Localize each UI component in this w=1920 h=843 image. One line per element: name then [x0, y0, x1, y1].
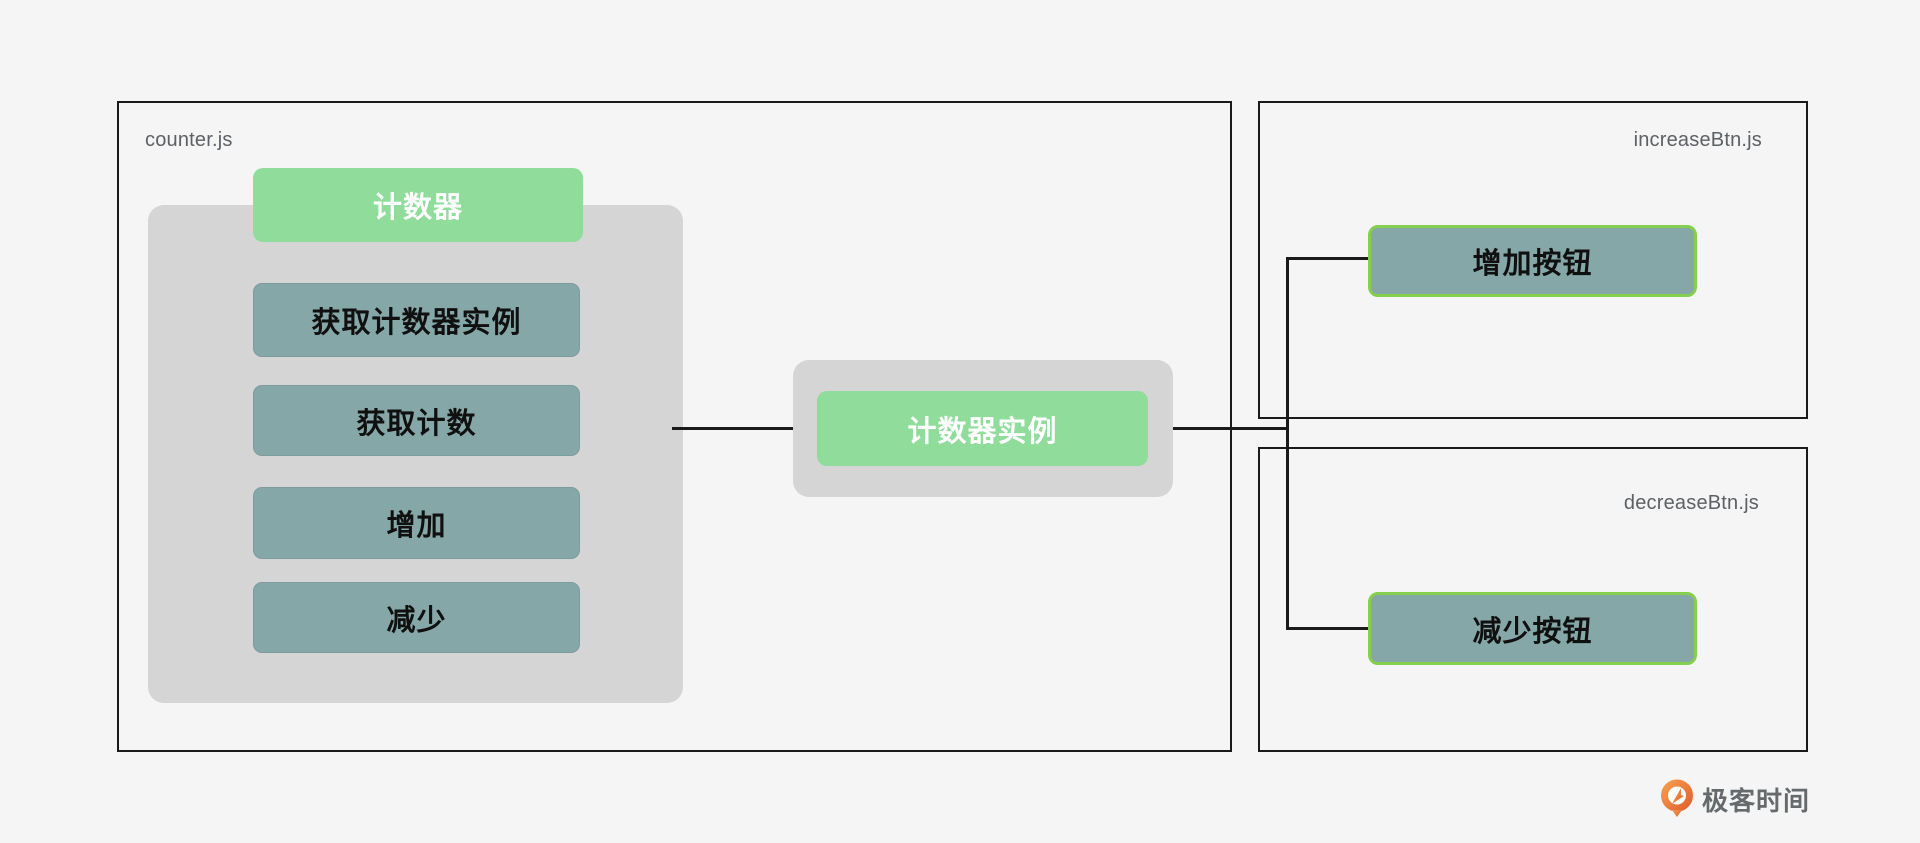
edge-instance-to-trunk — [1173, 427, 1289, 430]
edge-trunk-vertical — [1286, 257, 1289, 630]
instance-node: 计数器实例 — [817, 391, 1148, 466]
brand-footer: 极客时间 — [1660, 779, 1810, 819]
counter-module-box: counter.js — [117, 101, 1232, 752]
geektime-logo-icon — [1660, 779, 1694, 819]
increase-button-node: 增加按钮 — [1368, 225, 1697, 297]
method-node-get-instance: 获取计数器实例 — [253, 283, 580, 357]
edge-counter-to-instance — [672, 427, 793, 430]
counter-class-node: 计数器 — [253, 168, 583, 242]
method-node-increase: 增加 — [253, 487, 580, 559]
edge-to-increase-button — [1286, 257, 1370, 260]
brand-text: 极客时间 — [1702, 785, 1811, 816]
decrease-button-node: 减少按钮 — [1368, 592, 1697, 665]
method-node-get-count: 获取计数 — [253, 385, 580, 456]
increase-module-box: increaseBtn.js — [1258, 101, 1808, 419]
method-node-decrease: 减少 — [253, 582, 580, 653]
decrease-file-label: decreaseBtn.js — [1623, 492, 1759, 514]
edge-to-decrease-button — [1286, 627, 1370, 630]
counter-file-label: counter.js — [145, 129, 233, 151]
increase-file-label: increaseBtn.js — [1633, 129, 1762, 151]
decrease-module-box: decreaseBtn.js — [1258, 447, 1808, 752]
